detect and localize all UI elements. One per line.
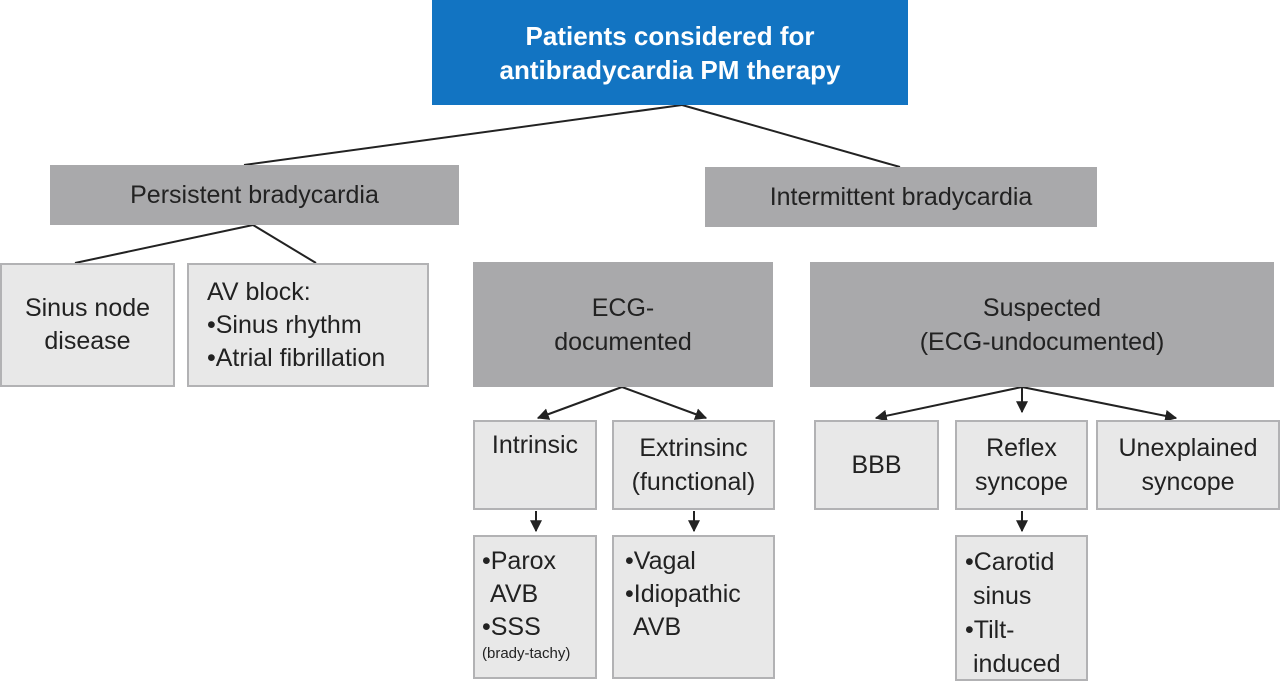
line-persistent-to-avblock	[252, 224, 317, 264]
arrow-suspected-to-bbb	[874, 386, 1023, 422]
extrinsic-detail-box: •Vagal •Idiopathic AVB	[612, 535, 775, 679]
arrow-ecgdoc-to-extrinsic	[621, 386, 708, 420]
line-root-to-intermittent	[681, 104, 901, 168]
ecg-documented-line1: ECG-	[591, 293, 655, 322]
reflex-detail-line1: •Carotid	[965, 548, 1055, 576]
av-block-item-sinus-rhythm: •Sinus rhythm	[207, 310, 362, 339]
reflex-detail-line4: induced	[973, 650, 1061, 678]
intermittent-bradycardia-box: Intermittent bradycardia	[705, 167, 1097, 227]
sinus-node-line2: disease	[44, 327, 131, 355]
arrow-suspected-to-unexplained	[1021, 386, 1178, 422]
persistent-bradycardia-label: Persistent bradycardia	[130, 180, 379, 209]
extrinsic-detail-line1: •Vagal	[625, 547, 696, 575]
arrow-ecgdoc-to-intrinsic	[536, 386, 623, 420]
reflex-syncope-box: Reflex syncope	[955, 420, 1088, 510]
intrinsic-detail-box: •Parox AVB •SSS (brady-tachy)	[473, 535, 597, 679]
bbb-label: BBB	[851, 450, 902, 479]
sinus-node-line1: Sinus node	[24, 294, 151, 322]
line-persistent-to-sinus	[74, 224, 254, 264]
unexplained-line1: Unexplained	[1118, 434, 1258, 462]
bbb-box: BBB	[814, 420, 939, 510]
intrinsic-label: Intrinsic	[491, 431, 579, 459]
root-title-line2: antibradycardia PM therapy	[499, 54, 841, 85]
extrinsic-line2: (functional)	[631, 468, 756, 496]
extrinsic-line1: Extrinsinc	[639, 434, 748, 462]
intrinsic-detail-line3: •SSS	[482, 613, 541, 641]
reflex-line2: syncope	[974, 468, 1069, 496]
av-block-heading: AV block:	[207, 277, 311, 306]
av-block-item-atrial-fibrillation: •Atrial fibrillation	[207, 343, 386, 372]
line-root-to-persistent	[243, 104, 683, 166]
reflex-detail-line2: sinus	[973, 582, 1032, 610]
unexplained-syncope-box: Unexplained syncope	[1096, 420, 1280, 510]
extrinsic-box: Extrinsinc (functional)	[612, 420, 775, 510]
reflex-detail-line3: •Tilt-	[965, 616, 1015, 644]
av-block-box: AV block: •Sinus rhythm •Atrial fibrilla…	[187, 263, 429, 387]
extrinsic-detail-line3: AVB	[633, 613, 682, 641]
intrinsic-detail-note: (brady-tachy)	[482, 645, 571, 662]
intrinsic-detail-line1: •Parox	[482, 547, 557, 575]
ecg-documented-box: ECG- documented	[473, 262, 773, 387]
persistent-bradycardia-box: Persistent bradycardia	[50, 165, 459, 225]
ecg-documented-line2: documented	[554, 327, 692, 356]
suspected-line2: (ECG-undocumented)	[919, 327, 1165, 356]
root-title-line1: Patients considered for	[525, 20, 815, 51]
reflex-detail-box: •Carotid sinus •Tilt- induced	[955, 535, 1088, 681]
suspected-box: Suspected (ECG-undocumented)	[810, 262, 1274, 387]
intermittent-bradycardia-label: Intermittent bradycardia	[769, 182, 1033, 211]
suspected-line1: Suspected	[982, 293, 1102, 322]
root-node-box: Patients considered for antibradycardia …	[432, 0, 908, 105]
sinus-node-disease-box: Sinus node disease	[0, 263, 175, 387]
extrinsic-detail-line2: •Idiopathic	[625, 580, 741, 608]
unexplained-line2: syncope	[1141, 468, 1235, 496]
reflex-line1: Reflex	[986, 434, 1057, 462]
intrinsic-box: Intrinsic	[473, 420, 597, 510]
intrinsic-detail-line2: AVB	[490, 580, 539, 608]
